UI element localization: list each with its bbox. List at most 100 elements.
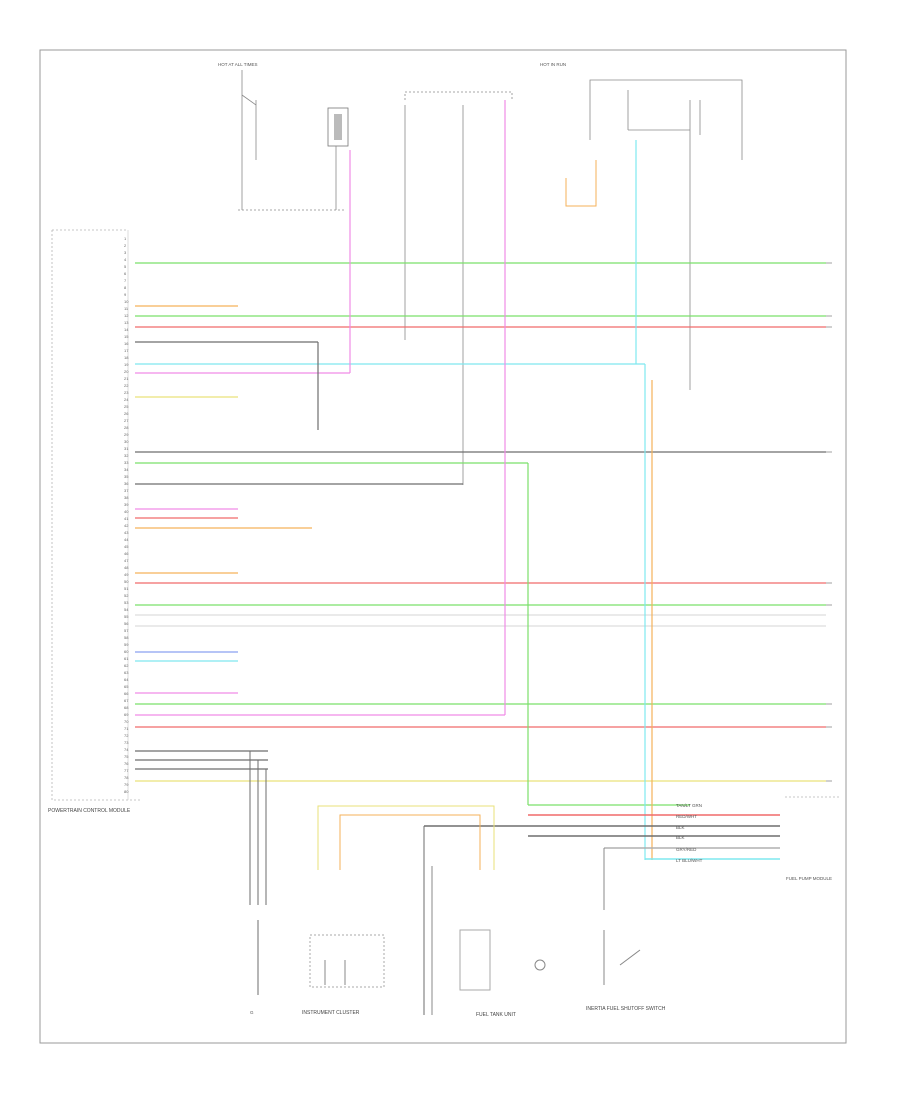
vertical-wires <box>317 100 690 860</box>
pcm-pin-number: 47 <box>124 558 129 563</box>
pcm-pin-number: 44 <box>124 537 129 542</box>
fuel-injector-connector <box>327 107 349 210</box>
inertia-switch <box>603 848 641 985</box>
hot-in-run-label: HOT IN RUN <box>540 62 566 67</box>
pcm-pin-number: 4 <box>124 257 127 262</box>
pcm-pin-number: 25 <box>124 404 129 409</box>
pcm-pin-number: 64 <box>124 677 129 682</box>
pcm-pin-number: 41 <box>124 516 129 521</box>
pcm-pin-number: 45 <box>124 544 129 549</box>
pcm-pin-number: 59 <box>124 642 129 647</box>
pcm-pin-number: 77 <box>124 768 129 773</box>
pcm-pin-number: 50 <box>124 579 129 584</box>
pcm-pin-number: 75 <box>124 754 129 759</box>
pcm-pin-number: 30 <box>124 439 129 444</box>
pcm-pin-number: 31 <box>124 446 129 451</box>
instrument-cluster-label: INSTRUMENT CLUSTER <box>302 1010 360 1016</box>
pcm-pin-number: 11 <box>124 306 129 311</box>
inertia-switch-label: INERTIA FUEL SHUTOFF SWITCH <box>586 1006 666 1012</box>
horizontal-wires <box>135 262 826 782</box>
pcm-pin-number: 51 <box>124 586 129 591</box>
pcm-pin-number: 8 <box>124 285 127 290</box>
pcm-pin-number: 16 <box>124 341 129 346</box>
pcm-pin-number: 39 <box>124 502 129 507</box>
pcm-pin-number: 38 <box>124 495 129 500</box>
pcm-pin-number: 56 <box>124 621 129 626</box>
pcm-pin-number: 24 <box>124 397 129 402</box>
pcm-pin-number: 12 <box>124 313 129 318</box>
pcm-pin-number: 14 <box>124 327 129 332</box>
pcm-pin-number: 34 <box>124 467 129 472</box>
pcm-pin-number: 28 <box>124 425 129 430</box>
pcm-pin-number: 26 <box>124 411 129 416</box>
pcm-pin-number: 22 <box>124 383 129 388</box>
fuel-pump-module-connector: TAN/LT GRN RED/WHT BLK BLK GRY/RED LT BL… <box>424 796 840 863</box>
pcm-pin-number: 49 <box>124 572 129 577</box>
pcm-pin-number: 60 <box>124 649 129 654</box>
pcm-pin-number: 79 <box>124 782 129 787</box>
fuel-tank-unit-label: FUEL TANK UNIT <box>476 1012 516 1018</box>
pcm-pin-number: 76 <box>124 761 129 766</box>
fuel-pump-module-label: FUEL PUMP MODULE <box>786 876 832 881</box>
pcm-pin-number: 63 <box>124 670 129 675</box>
pcm-pin-number: 10 <box>124 299 129 304</box>
pcm-pin-number: 72 <box>124 733 129 738</box>
pcm-pin-number: 68 <box>124 705 129 710</box>
pcm-pin-number: 29 <box>124 432 129 437</box>
pcm-pin-number: 55 <box>124 614 129 619</box>
pcm-pin-number: 69 <box>124 712 129 717</box>
bottom-left-ground-harness <box>249 751 267 995</box>
pcm-pin-number: 37 <box>124 488 129 493</box>
pcm-pin-number: 32 <box>124 453 129 458</box>
pcm-pin-numbers: 1234567891011121314151617181920212223242… <box>124 236 129 794</box>
pcm-pin-number: 1 <box>124 236 127 241</box>
pcm-pin-number: 74 <box>124 747 129 752</box>
pcm-pin-number: 6 <box>124 271 127 276</box>
pcm-pin-number: 46 <box>124 551 129 556</box>
pcm-pin-number: 35 <box>124 474 129 479</box>
pcm-pin-number: 73 <box>124 740 129 745</box>
instrument-cluster <box>309 805 495 988</box>
pcm-pin-number: 13 <box>124 320 129 325</box>
pcm-pin-number: 23 <box>124 390 129 395</box>
pcm-pin-number: 19 <box>124 362 129 367</box>
fuse-relay-top-left <box>238 70 346 211</box>
svg-text:RED/WHT: RED/WHT <box>676 814 697 819</box>
pcm-pin-number: 53 <box>124 600 129 605</box>
right-edge-terminal-markers <box>826 262 832 782</box>
pcm-pin-number: 71 <box>124 726 129 731</box>
top-splice-bracket <box>404 91 513 485</box>
ground-label-left: G <box>250 1010 254 1015</box>
pcm-pin-number: 27 <box>124 418 129 423</box>
orange-loop-wire <box>565 160 597 207</box>
svg-text:TAN/LT GRN: TAN/LT GRN <box>676 803 702 808</box>
pcm-pin-number: 17 <box>124 348 129 353</box>
pcm-pin-number: 61 <box>124 656 129 661</box>
fuel-tank-unit <box>423 826 546 1015</box>
pcm-pin-number: 78 <box>124 775 129 780</box>
pcm-pin-number: 20 <box>124 369 129 374</box>
pcm-pin-number: 7 <box>124 278 127 283</box>
pcm-pin-number: 21 <box>124 376 129 381</box>
pcm-pin-number: 5 <box>124 264 127 269</box>
pcm-pin-number: 70 <box>124 719 129 724</box>
pcm-label: POWERTRAIN CONTROL MODULE <box>48 808 131 814</box>
pcm-pin-number: 15 <box>124 334 129 339</box>
pcm-pin-number: 18 <box>124 355 129 360</box>
diagram-border <box>39 49 847 1044</box>
pcm-pin-number: 54 <box>124 607 129 612</box>
pcm-pin-number: 52 <box>124 593 129 598</box>
pcm-pin-number: 66 <box>124 691 129 696</box>
pcm-pin-number: 40 <box>124 509 129 514</box>
pcm-pin-number: 42 <box>124 523 129 528</box>
pcm-pin-number: 67 <box>124 698 129 703</box>
pcm-pin-number: 57 <box>124 628 129 633</box>
svg-text:BLK: BLK <box>676 825 685 830</box>
pcm-connector: 1234567891011121314151617181920212223242… <box>51 229 140 801</box>
pcm-pin-number: 3 <box>124 250 127 255</box>
pcm-pin-number: 36 <box>124 481 129 486</box>
pcm-pin-number: 43 <box>124 530 129 535</box>
pcm-pin-number: 9 <box>124 292 127 297</box>
pcm-pin-number: 80 <box>124 789 129 794</box>
pcm-pin-number: 62 <box>124 663 129 668</box>
